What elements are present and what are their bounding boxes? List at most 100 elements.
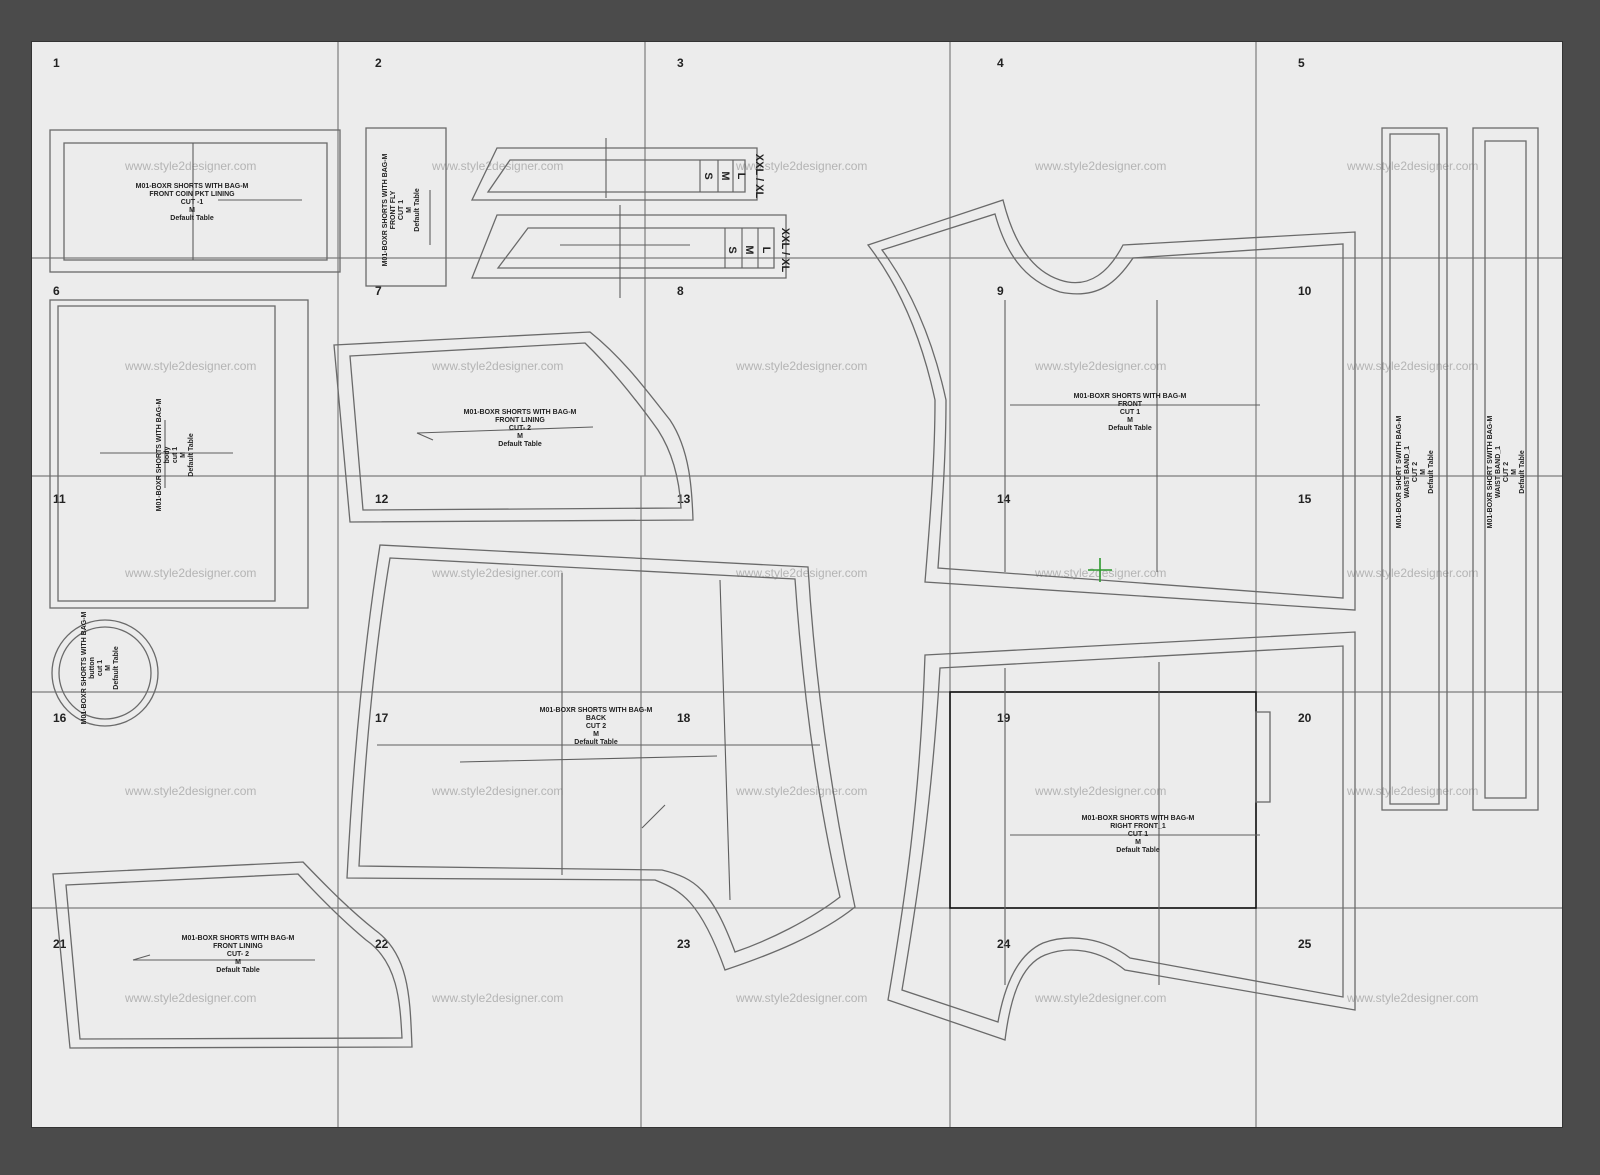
tile-number: 12: [375, 492, 389, 506]
tile-number: 22: [375, 937, 389, 951]
watermark-text: www.style2designer.com: [1346, 784, 1478, 798]
piece-label: M01-BOXR SHORTS WITH BAG-M: [464, 409, 577, 416]
watermark-text: www.style2designer.com: [124, 566, 256, 580]
piece-label: M01-BOXR SHORTS WITH BAG-M: [540, 707, 653, 714]
tile-number: 23: [677, 937, 691, 951]
piece-label: M01-BOXR SHORTS WITH BAG-M: [156, 398, 163, 511]
watermark-text: www.style2designer.com: [1346, 159, 1478, 173]
piece-label: Default Table: [414, 188, 421, 232]
tile-number: 18: [677, 711, 691, 725]
watermark-text: www.style2designer.com: [1034, 784, 1166, 798]
piece-label: M01-BOXR SHORTS WITH BAG-M: [81, 611, 88, 724]
piece-label: CUT 2: [586, 723, 606, 730]
tile-number: 7: [375, 284, 382, 298]
size-label: M: [743, 245, 755, 254]
watermark-text: www.style2designer.com: [1346, 991, 1478, 1005]
piece-label: FRONT COIN PKT LINING: [149, 191, 235, 198]
piece-label: Default Table: [188, 433, 195, 477]
piece-label: M01-BOXR SHORTS WITH BAG-M: [182, 935, 295, 942]
watermark-text: www.style2designer.com: [735, 991, 867, 1005]
tile-number: 3: [677, 56, 684, 70]
piece-label: BACK: [586, 715, 606, 722]
crosshair-cursor-icon: [1088, 558, 1112, 582]
tab-marker: [1255, 711, 1271, 803]
piece-label: CUT 1: [398, 200, 405, 220]
piece-label: Default Table: [1116, 847, 1160, 854]
piece-label: Default Table: [170, 215, 214, 222]
tile-number: 10: [1298, 284, 1312, 298]
piece-label: Default Table: [574, 739, 618, 746]
watermark-text: www.style2designer.com: [1034, 159, 1166, 173]
piece-label: CUT 2: [1503, 462, 1510, 482]
piece-label: button: [89, 657, 96, 679]
watermark-text: www.style2designer.com: [1346, 359, 1478, 373]
watermarks: www.style2designer.com www.style2designe…: [124, 159, 1478, 1005]
tile-number: 24: [997, 937, 1011, 951]
size-label: S: [726, 246, 738, 253]
size-label: XXL / XL: [753, 154, 765, 199]
tile-number: 20: [1298, 711, 1312, 725]
piece-button[interactable]: M01-BOXR SHORTS WITH BAG-M button cut 1 …: [51, 611, 159, 727]
piece-label: Default Table: [1108, 425, 1152, 432]
piece-label: M: [593, 731, 599, 738]
size-label: S: [702, 172, 714, 179]
piece-front-fly[interactable]: M01-BOXR SHORTS WITH BAG-M FRONT FLY CUT…: [365, 127, 447, 287]
piece-label: FRONT FLY: [390, 190, 397, 229]
tile-number: 16: [53, 711, 67, 725]
piece-label: FRONT: [1118, 401, 1143, 408]
piece-size-strips[interactable]: XXL / XL L M S XXL / XL L M S: [470, 138, 791, 298]
tile-number: 19: [997, 711, 1011, 725]
piece-label: CUT- 2: [227, 951, 249, 958]
watermark-text: www.style2designer.com: [431, 784, 563, 798]
piece-label: M: [1420, 469, 1427, 475]
watermark-text: www.style2designer.com: [735, 566, 867, 580]
piece-label: Default Table: [1428, 450, 1435, 494]
piece-label: cut 1: [172, 447, 179, 463]
tile-number: 17: [375, 711, 389, 725]
tile-number: 14: [997, 492, 1011, 506]
tile-number: 8: [677, 284, 684, 298]
piece-label: FRONT LINING: [495, 417, 545, 424]
piece-label: M01-BOXR SHORT SWITH BAG-M: [1396, 415, 1403, 528]
piece-label: M: [406, 207, 413, 213]
tile-number: 1: [53, 56, 60, 70]
selected-tile-19[interactable]: [949, 691, 1257, 909]
piece-front[interactable]: M01-BOXR SHORTS WITH BAG-M FRONT CUT 1 M…: [866, 199, 1356, 611]
piece-back[interactable]: M01-BOXR SHORTS WITH BAG-M BACK CUT 2 M …: [346, 544, 856, 971]
piece-waist-band-1[interactable]: M01-BOXR SHORT SWITH BAG-M WAIST BAND_1 …: [1381, 127, 1448, 811]
tile-grid: [32, 42, 1562, 1127]
piece-front-lining-top[interactable]: M01-BOXR SHORTS WITH BAG-M FRONT LINING …: [333, 331, 694, 523]
piece-body[interactable]: M01-BOXR SHORTS WITH BAG-M body cut 1 M …: [49, 299, 309, 609]
piece-right-front-1[interactable]: M01-BOXR SHORTS WITH BAG-M RIGHT FRONT_1…: [887, 631, 1356, 1041]
watermark-text: www.style2designer.com: [431, 991, 563, 1005]
tile-number: 6: [53, 284, 60, 298]
watermark-text: www.style2designer.com: [124, 991, 256, 1005]
watermark-text: www.style2designer.com: [124, 784, 256, 798]
watermark-text: www.style2designer.com: [735, 359, 867, 373]
size-label: M: [719, 171, 731, 180]
tile-number: 5: [1298, 56, 1305, 70]
watermark-text: www.style2designer.com: [735, 159, 867, 173]
tile-number: 13: [677, 492, 691, 506]
piece-label: M01-BOXR SHORTS WITH BAG-M: [1082, 815, 1195, 822]
tile-number: 9: [997, 284, 1004, 298]
piece-label: Default Table: [113, 646, 120, 690]
size-label: L: [760, 247, 772, 254]
piece-front-coin-pkt-lining[interactable]: M01-BOXR SHORTS WITH BAG-M FRONT COIN PK…: [49, 129, 341, 273]
piece-label: M01-BOXR SHORTS WITH BAG-M: [136, 183, 249, 190]
watermark-text: www.style2designer.com: [431, 359, 563, 373]
tile-number: 11: [53, 492, 66, 506]
piece-label: cut 1: [97, 660, 104, 676]
piece-waist-band-2[interactable]: M01-BOXR SHORT SWITH BAG-M WAIST BAND_1 …: [1472, 127, 1539, 811]
tile-number: 25: [1298, 937, 1312, 951]
piece-label: M01-BOXR SHORTS WITH BAG-M: [382, 153, 389, 266]
size-label: L: [735, 173, 747, 180]
piece-label: Default Table: [216, 967, 260, 974]
watermark-text: www.style2designer.com: [124, 359, 256, 373]
piece-front-lining-bottom[interactable]: M01-BOXR SHORTS WITH BAG-M FRONT LINING …: [52, 861, 413, 1049]
size-label: XXL / XL: [779, 228, 791, 273]
piece-label: M01-BOXR SHORT SWITH BAG-M: [1487, 415, 1494, 528]
piece-label: M: [105, 665, 112, 671]
watermark-text: www.style2designer.com: [1034, 359, 1166, 373]
